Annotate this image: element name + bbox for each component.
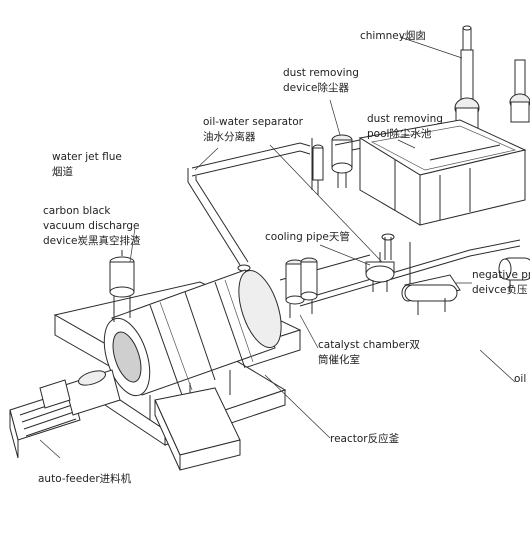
- label-oil-text: oil: [514, 373, 527, 385]
- label-carbon-black-line2: vacuum discharge: [43, 220, 140, 232]
- oil-tank-drawing: [154, 387, 241, 471]
- carbon-black-device-drawing: [109, 250, 135, 322]
- label-catalyst-chamber: catalyst chamber双 筒催化室: [318, 338, 420, 368]
- reactor-drawing: [103, 269, 282, 420]
- label-dust-removing-pool-line1: dust removing: [367, 113, 443, 125]
- label-dust-removing-device-line1: dust removing: [283, 67, 359, 79]
- label-dust-removing-device-line2: device除尘器: [283, 82, 349, 94]
- water-jet-flue-drawing: [187, 142, 311, 272]
- label-reactor-text: reactor反应釜: [330, 433, 400, 445]
- oil-water-separator-drawing: [365, 233, 395, 292]
- label-negative-pressure-line2: deivce负压: [472, 284, 528, 296]
- label-water-jet-flue-line2: 烟道: [52, 166, 73, 178]
- label-negative-pressure-device: negative pr deivce负压: [472, 268, 530, 298]
- label-auto-feeder: auto-feeder进料机: [38, 472, 131, 487]
- label-reactor: reactor反应釜: [330, 432, 399, 447]
- label-carbon-black-line1: carbon black: [43, 205, 111, 217]
- label-dust-removing-device: dust removing device除尘器: [283, 66, 359, 96]
- label-oil-water-separator: oil-water separator 油水分离器: [203, 115, 303, 145]
- label-oil-water-separator-line2: 油水分离器: [203, 131, 256, 143]
- label-water-jet-flue: water jet flue 烟道: [52, 150, 122, 180]
- label-cooling-pipe-text: cooling pipe天管: [265, 231, 350, 243]
- label-dust-removing-pool-line2: pool除尘水池: [367, 128, 432, 140]
- label-catalyst-chamber-line2: 筒催化室: [318, 354, 360, 366]
- label-dust-removing-pool: dust removing pool除尘水池: [367, 112, 443, 142]
- label-carbon-black-device: carbon black vacuum discharge device炭黑真空…: [43, 204, 141, 249]
- dust-removing-pool-drawing: [334, 119, 527, 226]
- label-water-jet-flue-line1: water jet flue: [52, 151, 122, 163]
- label-carbon-black-line3: device炭黑真空排渣: [43, 235, 141, 247]
- label-chimney-text: chimney烟囱: [360, 30, 426, 42]
- label-chimney: chimney烟囱: [360, 29, 426, 44]
- label-oil: oil: [514, 372, 526, 387]
- leader-lines: [39, 36, 516, 459]
- label-oil-water-separator-line1: oil-water separator: [203, 116, 303, 128]
- negative-pressure-device-drawing: [401, 257, 530, 315]
- auto-feeder-drawing: [9, 369, 121, 459]
- label-auto-feeder-text: auto-feeder进料机: [38, 473, 132, 485]
- catalyst-chamber-drawing: [285, 257, 318, 318]
- label-cooling-pipe: cooling pipe天管: [265, 230, 350, 245]
- label-negative-pressure-line1: negative pr: [472, 269, 530, 281]
- dust-removing-device-drawing: [311, 134, 363, 195]
- label-catalyst-chamber-line1: catalyst chamber双: [318, 339, 420, 351]
